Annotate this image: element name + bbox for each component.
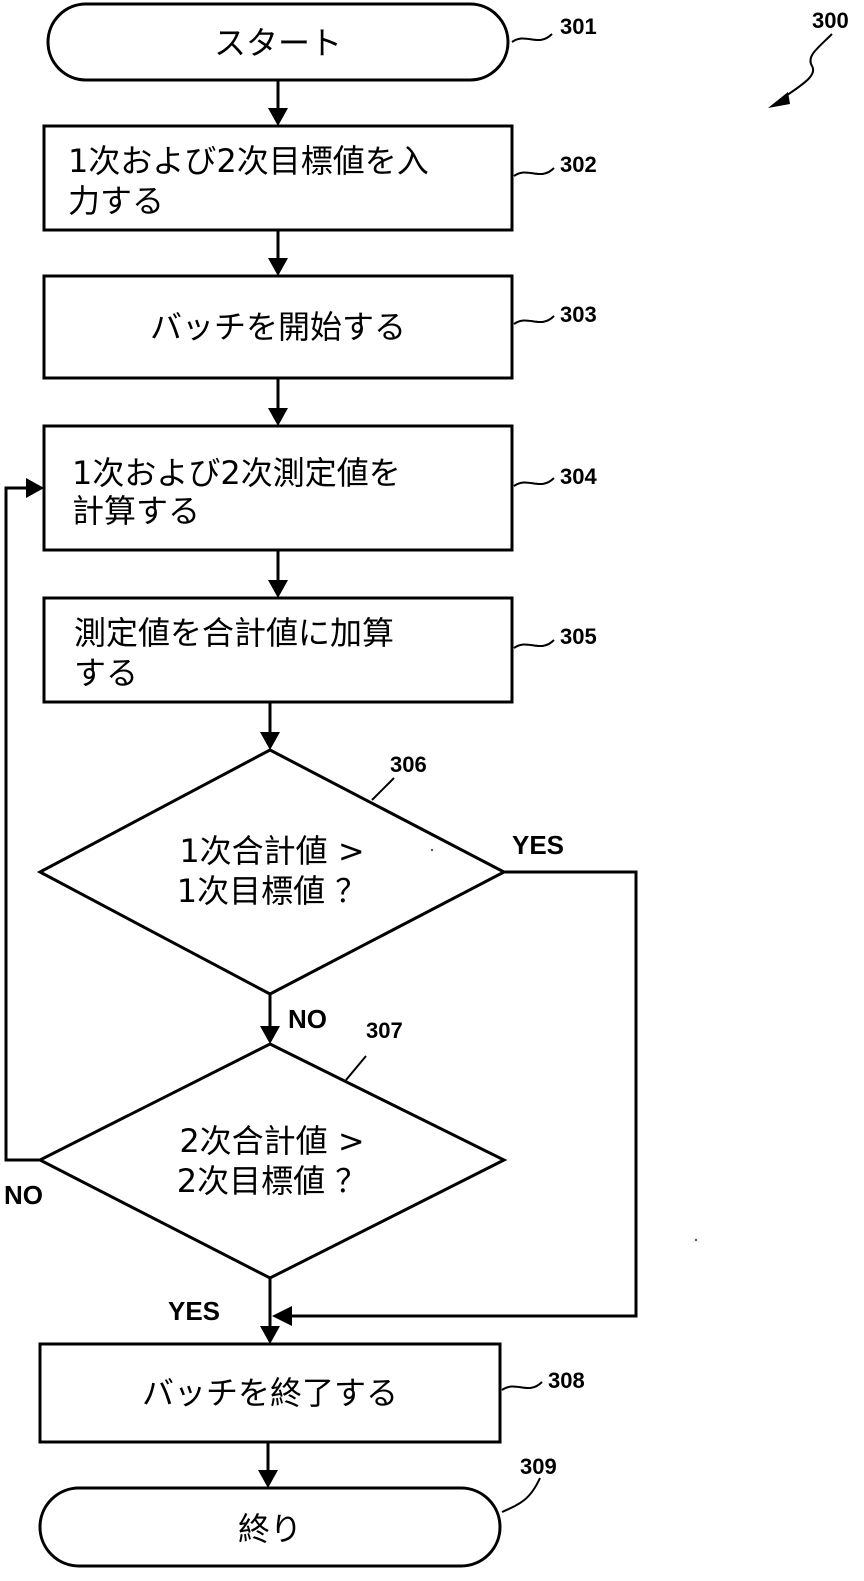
arrowhead-303-304 xyxy=(268,408,288,426)
ref-308-leader xyxy=(501,1381,543,1391)
start-batch-label: バッチを開始する xyxy=(150,308,406,346)
decision-primary-line2: 1次目標値 ？ xyxy=(177,872,368,910)
primary-yes-label: YES xyxy=(512,830,564,860)
arrowhead-306-307 xyxy=(260,1026,280,1044)
secondary-no-loop-arrowhead xyxy=(26,478,44,498)
decision-secondary-diamond xyxy=(36,1042,508,1280)
decision-secondary-line1: 2次合計値 > xyxy=(179,1122,364,1160)
ref-303: 303 xyxy=(560,302,597,327)
end-batch-box xyxy=(38,1342,502,1444)
arrowhead-304-305 xyxy=(268,580,288,598)
ref-301-leader xyxy=(511,33,553,43)
calc-measurements-line1: 1次および2次測定値を xyxy=(72,454,401,492)
ref-306-leader xyxy=(371,777,395,801)
figure-ref-leader xyxy=(779,33,833,101)
arrowhead-305-306 xyxy=(260,732,280,750)
speck-dot xyxy=(430,848,434,852)
end-label: 終り xyxy=(238,1510,302,1548)
ref-301: 301 xyxy=(560,14,597,39)
add-to-total-line2: する xyxy=(74,654,138,692)
add-to-total-box xyxy=(42,596,514,704)
start-label: スタート xyxy=(214,24,342,62)
ref-309: 309 xyxy=(520,1454,557,1479)
ref-308: 308 xyxy=(548,1368,585,1393)
ref-309-leader xyxy=(501,1477,541,1513)
speck-dot xyxy=(694,1238,698,1242)
ref-304-leader xyxy=(513,477,555,487)
secondary-no-label: NO xyxy=(4,1180,43,1210)
ref-305-leader xyxy=(513,639,555,649)
end-batch-label: バッチを終了する xyxy=(142,1374,398,1412)
ref-302: 302 xyxy=(560,152,597,177)
figure-ref-label: 300 xyxy=(812,8,849,33)
calc-measurements-line2: 計算する xyxy=(72,492,200,530)
decision-secondary-line2: 2次目標値 ？ xyxy=(177,1162,368,1200)
secondary-yes-label: YES xyxy=(168,1296,220,1326)
arrowhead-301-302 xyxy=(268,108,288,126)
ref-307-leader xyxy=(345,1055,367,1081)
arrowhead-302-303 xyxy=(268,258,288,276)
ref-305: 305 xyxy=(560,624,597,649)
input-targets-box xyxy=(42,124,514,232)
primary-yes-connector xyxy=(288,870,638,1318)
calc-measurements-box xyxy=(42,424,514,552)
ref-306: 306 xyxy=(390,752,427,777)
input-targets-line2: 力する xyxy=(68,182,164,220)
primary-no-label: NO xyxy=(288,1004,327,1034)
decision-primary-line1: 1次合計値 > xyxy=(179,832,364,870)
arrowhead-307-308 xyxy=(260,1326,280,1344)
arrowhead-308-309 xyxy=(258,1470,278,1488)
ref-307: 307 xyxy=(366,1018,403,1043)
add-to-total-line1: 測定値を合計値に加算 xyxy=(74,614,394,652)
ref-302-leader xyxy=(513,167,555,177)
secondary-no-loop-connector xyxy=(4,486,40,1162)
primary-yes-arrowhead xyxy=(272,1306,292,1326)
ref-304: 304 xyxy=(560,464,597,489)
figure-ref-arrowhead xyxy=(768,92,790,108)
ref-303-leader xyxy=(513,315,555,325)
input-targets-line1: 1次および2次目標値を入 xyxy=(68,142,429,180)
end-terminal xyxy=(38,1486,502,1568)
